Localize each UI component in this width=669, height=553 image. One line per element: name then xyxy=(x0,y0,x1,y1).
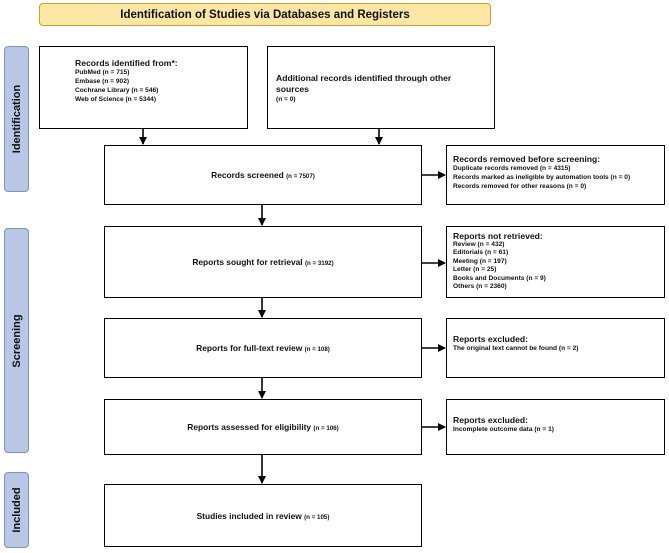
additional-records-count: (n = 0) xyxy=(276,96,296,103)
phase-identification: Identification xyxy=(4,46,29,192)
source-cochrane: Cochrane Library (n = 546) xyxy=(75,86,159,94)
source-pubmed: PubMed (n = 715) xyxy=(75,69,130,76)
records-screened-box: Records screened (n = 7507) xyxy=(104,145,422,205)
not-retrieved-editorials: Editorials (n = 61) xyxy=(453,249,509,257)
additional-records-box: Additional records identified through ot… xyxy=(267,46,495,129)
eligibility-box: Reports assessed for eligibility (n = 10… xyxy=(104,399,422,455)
reports-sought-text: Reports sought for retrieval (n = 3192) xyxy=(192,257,333,267)
not-retrieved-review: Review (n = 432) xyxy=(453,241,505,248)
phase-included: Included xyxy=(4,472,29,548)
removed-duplicates: Duplicate records removed (n = 4315) xyxy=(453,165,571,172)
eligibility-text: Reports assessed for eligibility (n = 10… xyxy=(187,422,338,432)
reports-excluded-heading-2: Reports excluded: xyxy=(453,415,528,425)
not-retrieved-letter: Letter (n = 25) xyxy=(453,266,497,274)
studies-included-count: (n = 105) xyxy=(304,513,330,521)
records-identified-box: Records identified from*: PubMed (n = 71… xyxy=(39,46,248,129)
reports-not-retrieved-box: Reports not retrieved: Review (n = 432) … xyxy=(446,226,665,298)
records-screened-count: (n = 7507) xyxy=(286,173,315,180)
not-retrieved-meeting: Meeting (n = 197) xyxy=(453,257,507,265)
studies-included-box: Studies included in review (n = 105) xyxy=(104,484,422,547)
excluded-not-found: The original text cannot be found (n = 2… xyxy=(453,345,579,352)
reports-sought-label: Reports sought for retrieval xyxy=(192,257,303,267)
not-retrieved-books: Books and Documents (n = 9) xyxy=(453,274,546,282)
records-removed-heading: Records removed before screening: xyxy=(453,154,601,164)
fulltext-review-box: Reports for full-text review (n = 108) xyxy=(104,318,422,378)
records-screened-text: Records screened (n = 7507) xyxy=(211,170,315,180)
additional-records-heading: Additional records identified through ot… xyxy=(276,73,452,94)
studies-included-label: Studies included in review xyxy=(196,510,302,521)
eligibility-count: (n = 106) xyxy=(313,425,339,432)
reports-excluded-box-2: Reports excluded: Incomplete outcome dat… xyxy=(446,399,665,455)
reports-not-retrieved-heading: Reports not retrieved: xyxy=(453,231,543,241)
eligibility-label: Reports assessed for eligibility xyxy=(187,422,312,432)
source-web-of-science: Web of Science (n = 5344) xyxy=(75,95,157,103)
diagram-title: Identification of Studies via Databases … xyxy=(39,3,491,26)
not-retrieved-others: Others (n = 2360) xyxy=(453,283,507,291)
reports-excluded-box-1: Reports excluded: The original text cann… xyxy=(446,318,665,378)
records-identified-heading: Records identified from*: xyxy=(75,58,178,68)
fulltext-review-label: Reports for full-text review xyxy=(196,343,303,353)
fulltext-review-count: (n = 108) xyxy=(304,346,330,353)
removed-other: Records removed for other reasons (n = 0… xyxy=(453,182,587,190)
reports-sought-box: Reports sought for retrieval (n = 3192) xyxy=(104,226,422,298)
fulltext-review-text: Reports for full-text review (n = 108) xyxy=(196,343,330,353)
reports-excluded-heading-1: Reports excluded: xyxy=(453,334,528,344)
studies-included-text: Studies included in review (n = 105) xyxy=(197,511,330,521)
records-removed-box: Records removed before screening: Duplic… xyxy=(446,145,665,205)
phase-screening: Screening xyxy=(4,228,29,453)
records-screened-label: Records screened xyxy=(211,170,284,180)
excluded-incomplete-data: Incomplete outcome data (n = 1) xyxy=(453,426,554,433)
reports-sought-count: (n = 3192) xyxy=(304,260,334,267)
removed-automation: Records marked as ineligible by automati… xyxy=(453,173,631,181)
source-embase: Embase (n = 902) xyxy=(75,77,130,85)
